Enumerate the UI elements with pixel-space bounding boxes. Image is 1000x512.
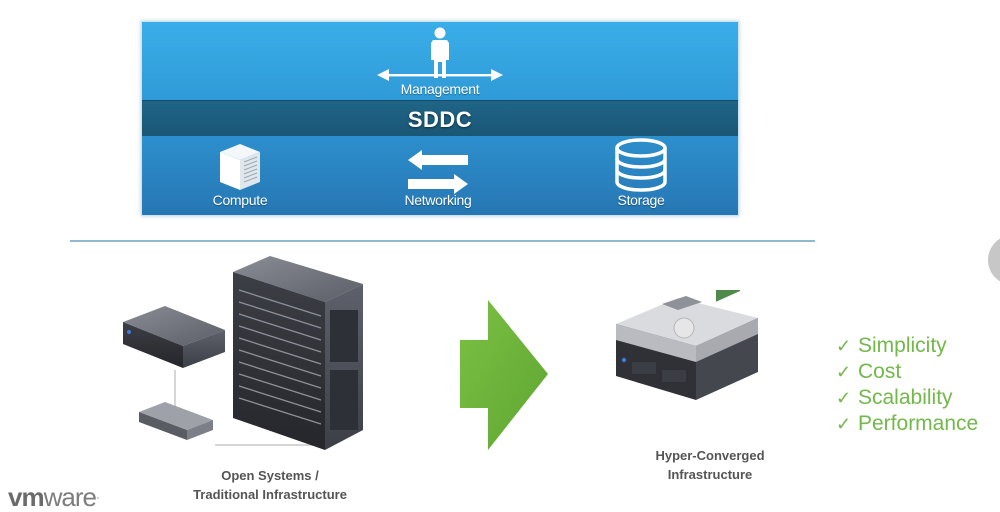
tower-server	[233, 256, 363, 450]
checkmark-icon: ✓	[836, 336, 852, 356]
checkmark-icon: ✓	[836, 414, 852, 434]
traditional-caption: Open Systems / Traditional Infrastructur…	[165, 466, 375, 504]
server-icon	[220, 144, 260, 190]
logo-ware: ware	[43, 482, 97, 512]
infrastructure-layer: Compute Networking Storage	[142, 136, 738, 215]
checkmark-icon: ✓	[836, 388, 852, 408]
hyperconverged-caption: Hyper-Converged Infrastructure	[620, 446, 800, 484]
traditional-caption-line2: Traditional Infrastructure	[193, 487, 347, 502]
sddc-title: SDDC	[407, 107, 473, 132]
benefit-item: ✓ Cost	[836, 359, 978, 385]
logo-mark: ·	[95, 490, 100, 504]
compute-label: Compute	[212, 192, 268, 208]
sddc-band: SDDC	[142, 100, 738, 137]
slide-nav-button[interactable]	[988, 235, 1000, 285]
benefit-label: Cost	[858, 360, 902, 383]
management-layer: Management	[142, 22, 738, 100]
benefit-item: ✓ Performance	[836, 411, 978, 437]
traditional-servers-illustration	[123, 256, 363, 450]
benefit-item: ✓ Simplicity	[836, 333, 978, 359]
hyperconverged-caption-line2: Infrastructure	[667, 467, 753, 482]
benefit-label: Scalability	[858, 386, 953, 409]
management-person-icon	[377, 27, 503, 81]
transition-arrow-icon	[460, 300, 548, 450]
management-label: Management	[400, 81, 480, 97]
benefit-label: Simplicity	[858, 334, 947, 357]
benefit-item: ✓ Scalability	[836, 385, 978, 411]
networking-label: Networking	[404, 192, 472, 208]
logo-vm: vm	[8, 482, 45, 512]
sddc-diagram: Management SDDC Compute Networking	[141, 21, 739, 216]
hyperconverged-caption-line1: Hyper-Converged	[655, 448, 765, 463]
network-appliance	[139, 402, 213, 440]
exchange-arrows-icon	[408, 150, 468, 194]
benefit-label: Performance	[858, 412, 979, 435]
storage-label: Storage	[617, 192, 665, 208]
benefits-list: ✓ Simplicity ✓ Cost ✓ Scalability ✓ Performa…	[836, 333, 978, 437]
hyperconverged-appliance-illustration	[616, 290, 758, 400]
traditional-caption-line1: Open Systems /	[221, 468, 319, 483]
checkmark-icon: ✓	[836, 362, 852, 382]
database-icon	[615, 138, 667, 192]
desktop-server	[123, 306, 225, 368]
section-divider	[70, 240, 815, 242]
vmware-logo: vmware·	[8, 482, 100, 512]
